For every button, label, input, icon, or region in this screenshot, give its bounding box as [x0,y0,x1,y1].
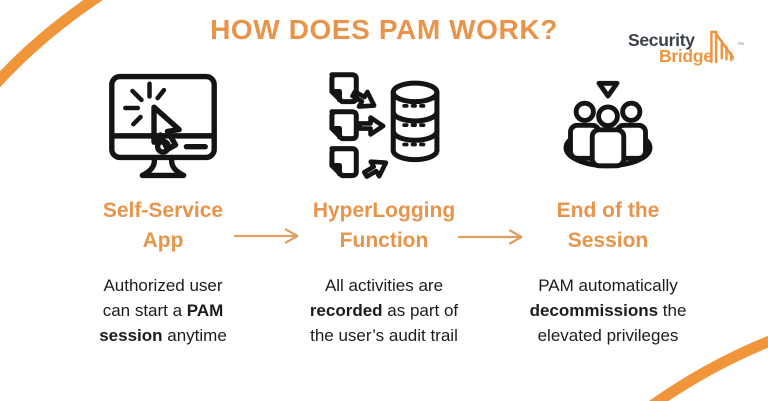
step-description: PAM automatically decommissions the elev… [527,273,689,348]
bridge-icon [710,30,734,64]
step-heading: Self-Service App [55,196,271,256]
step-description: Authorized user can start a PAM session … [94,273,232,348]
docs-to-database-icon [276,64,492,188]
flow-arrow-1 [233,228,299,244]
description-bold-text: decommissions [529,301,659,320]
description-text: All activities are [324,276,444,295]
description-bold-text: PAM session [99,301,224,345]
description-text: anytime [162,326,227,345]
description-text: Authorized user can start a [102,276,223,320]
heading-line: Function [339,229,429,252]
people-group-icon [500,64,716,188]
step-column-hyperlogging-function: HyperLogging Function All activities are… [276,64,492,348]
monitor-cursor-icon [55,64,271,188]
step-column-self-service-app: Self-Service App Authorized user can sta… [55,64,271,348]
page-title: HOW DOES PAM WORK? [210,14,558,45]
step-heading: End of the Session [500,196,716,256]
logo-security-text: Security [628,30,695,50]
step-description: All activities are recorded as part of t… [300,273,468,348]
heading-line: Session [567,229,649,252]
heading-line: App [142,229,184,252]
flow-arrow-2 [457,229,523,245]
step-column-end-of-session: End of the Session PAM automatically dec… [500,64,716,348]
description-text: the elevated privileges [537,301,687,345]
trademark-symbol: ™ [737,42,744,49]
heading-line: Self-Service [102,199,224,222]
logo-bridge-text: Bridge [659,46,713,66]
description-bold-text: recorded [309,301,383,320]
step-heading: HyperLogging Function [276,196,492,256]
heading-line: End of the [556,199,660,222]
description-text: PAM automatically [538,276,678,295]
heading-line: HyperLogging [312,199,456,222]
securitybridge-logo: Security Bridge ™ [628,30,752,70]
description-text: as part of the user’s audit trail [310,301,459,345]
